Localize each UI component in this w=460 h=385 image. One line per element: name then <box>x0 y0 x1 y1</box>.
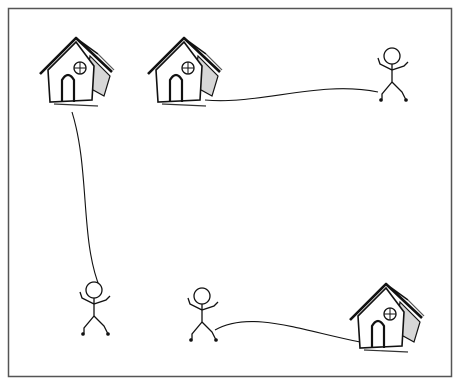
house-bottom-right-icon <box>350 284 424 352</box>
person-bottom-left-icon <box>80 282 110 336</box>
link-house-top-middle-to-person-top-right <box>205 89 378 101</box>
link-person-bottom-middle-to-house-bottom-right <box>215 322 360 342</box>
house-top-left-icon <box>40 38 114 106</box>
person-bottom-middle-icon <box>188 288 218 342</box>
link-house-top-left-to-person-bottom-left <box>72 112 100 288</box>
house-top-middle-icon <box>148 38 222 106</box>
person-top-right-icon <box>378 48 408 102</box>
